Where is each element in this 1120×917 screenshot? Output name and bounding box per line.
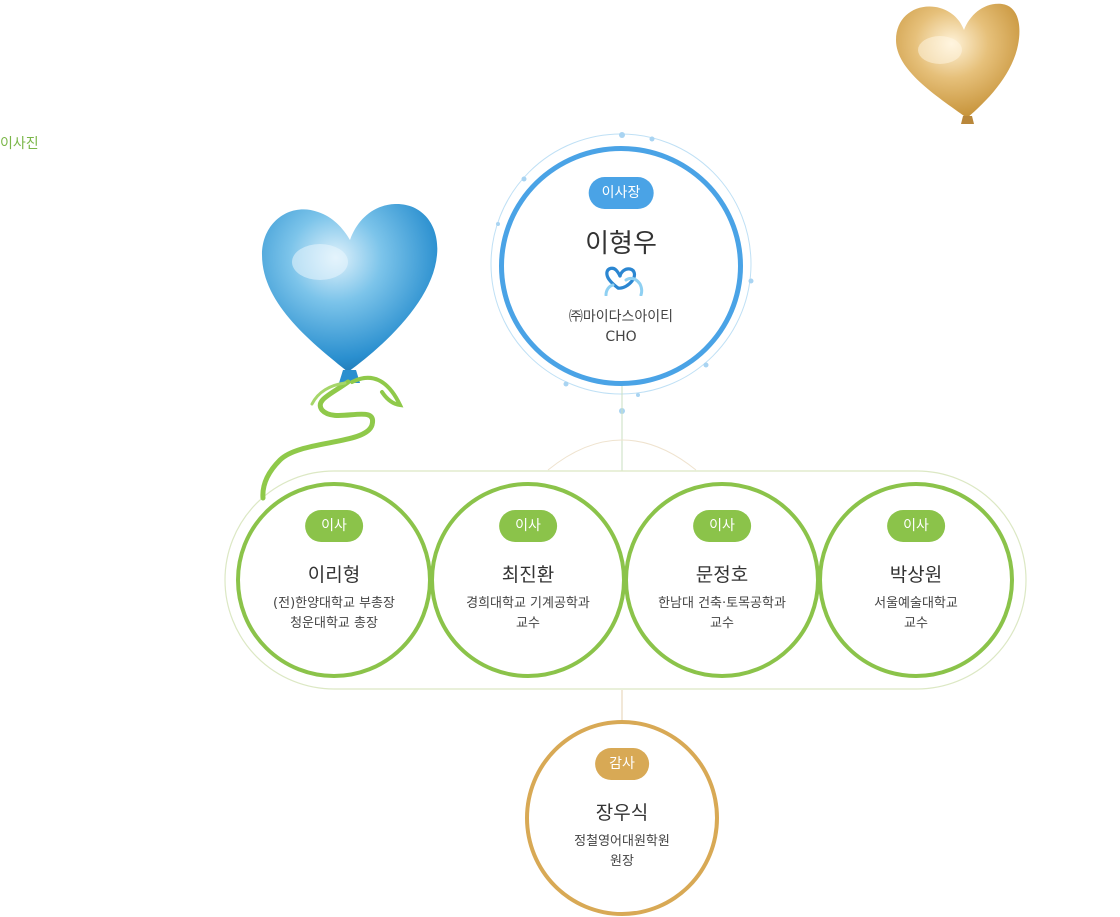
director-role-badge: 이사 xyxy=(693,510,751,542)
auditor-card: 감사 장우식 정철영어대원학원 원장 xyxy=(525,720,719,916)
chairman-name: 이형우 xyxy=(585,229,657,259)
director-name: 이리형 xyxy=(307,564,361,586)
double-heart-logo-icon xyxy=(604,266,644,296)
chairman-affiliation: ㈜마이다스아이티 CHO xyxy=(568,309,674,345)
auditor-role-badge: 감사 xyxy=(595,748,649,780)
director-affiliation: (전)한양대학교 부총장 청운대학교 총장 xyxy=(273,596,395,631)
director-name: 문정호 xyxy=(695,564,749,586)
director-affiliation: 경희대학교 기계공학과 교수 xyxy=(466,596,590,631)
director-role-badge: 이사 xyxy=(305,510,363,542)
director-affiliation: 서울예술대학교 교수 xyxy=(874,596,958,631)
auditor-affiliation: 정철영어대원학원 원장 xyxy=(574,834,670,869)
auditor-name: 장우식 xyxy=(595,802,649,824)
page-title: 이사진 xyxy=(0,136,39,152)
chairman-role-badge: 이사장 xyxy=(588,177,654,209)
director-name: 박상원 xyxy=(889,564,943,586)
director-affiliation: 한남대 건축·토목공학과 교수 xyxy=(658,596,786,631)
director-card: 이사 문정호 한남대 건축·토목공학과 교수 xyxy=(624,482,820,678)
director-card: 이사 이리형 (전)한양대학교 부총장 청운대학교 총장 xyxy=(236,482,432,678)
gold-heart-balloon-icon xyxy=(896,3,1020,124)
director-card: 이사 최진환 경희대학교 기계공학과 교수 xyxy=(430,482,626,678)
chairman-card: 이사장 이형우 ㈜마이다스아이티 CHO xyxy=(499,146,743,386)
director-name: 최진환 xyxy=(501,564,555,586)
director-role-badge: 이사 xyxy=(499,510,557,542)
director-role-badge: 이사 xyxy=(887,510,945,542)
director-card: 이사 박상원 서울예술대학교 교수 xyxy=(818,482,1014,678)
blue-heart-balloon-icon xyxy=(260,203,438,501)
